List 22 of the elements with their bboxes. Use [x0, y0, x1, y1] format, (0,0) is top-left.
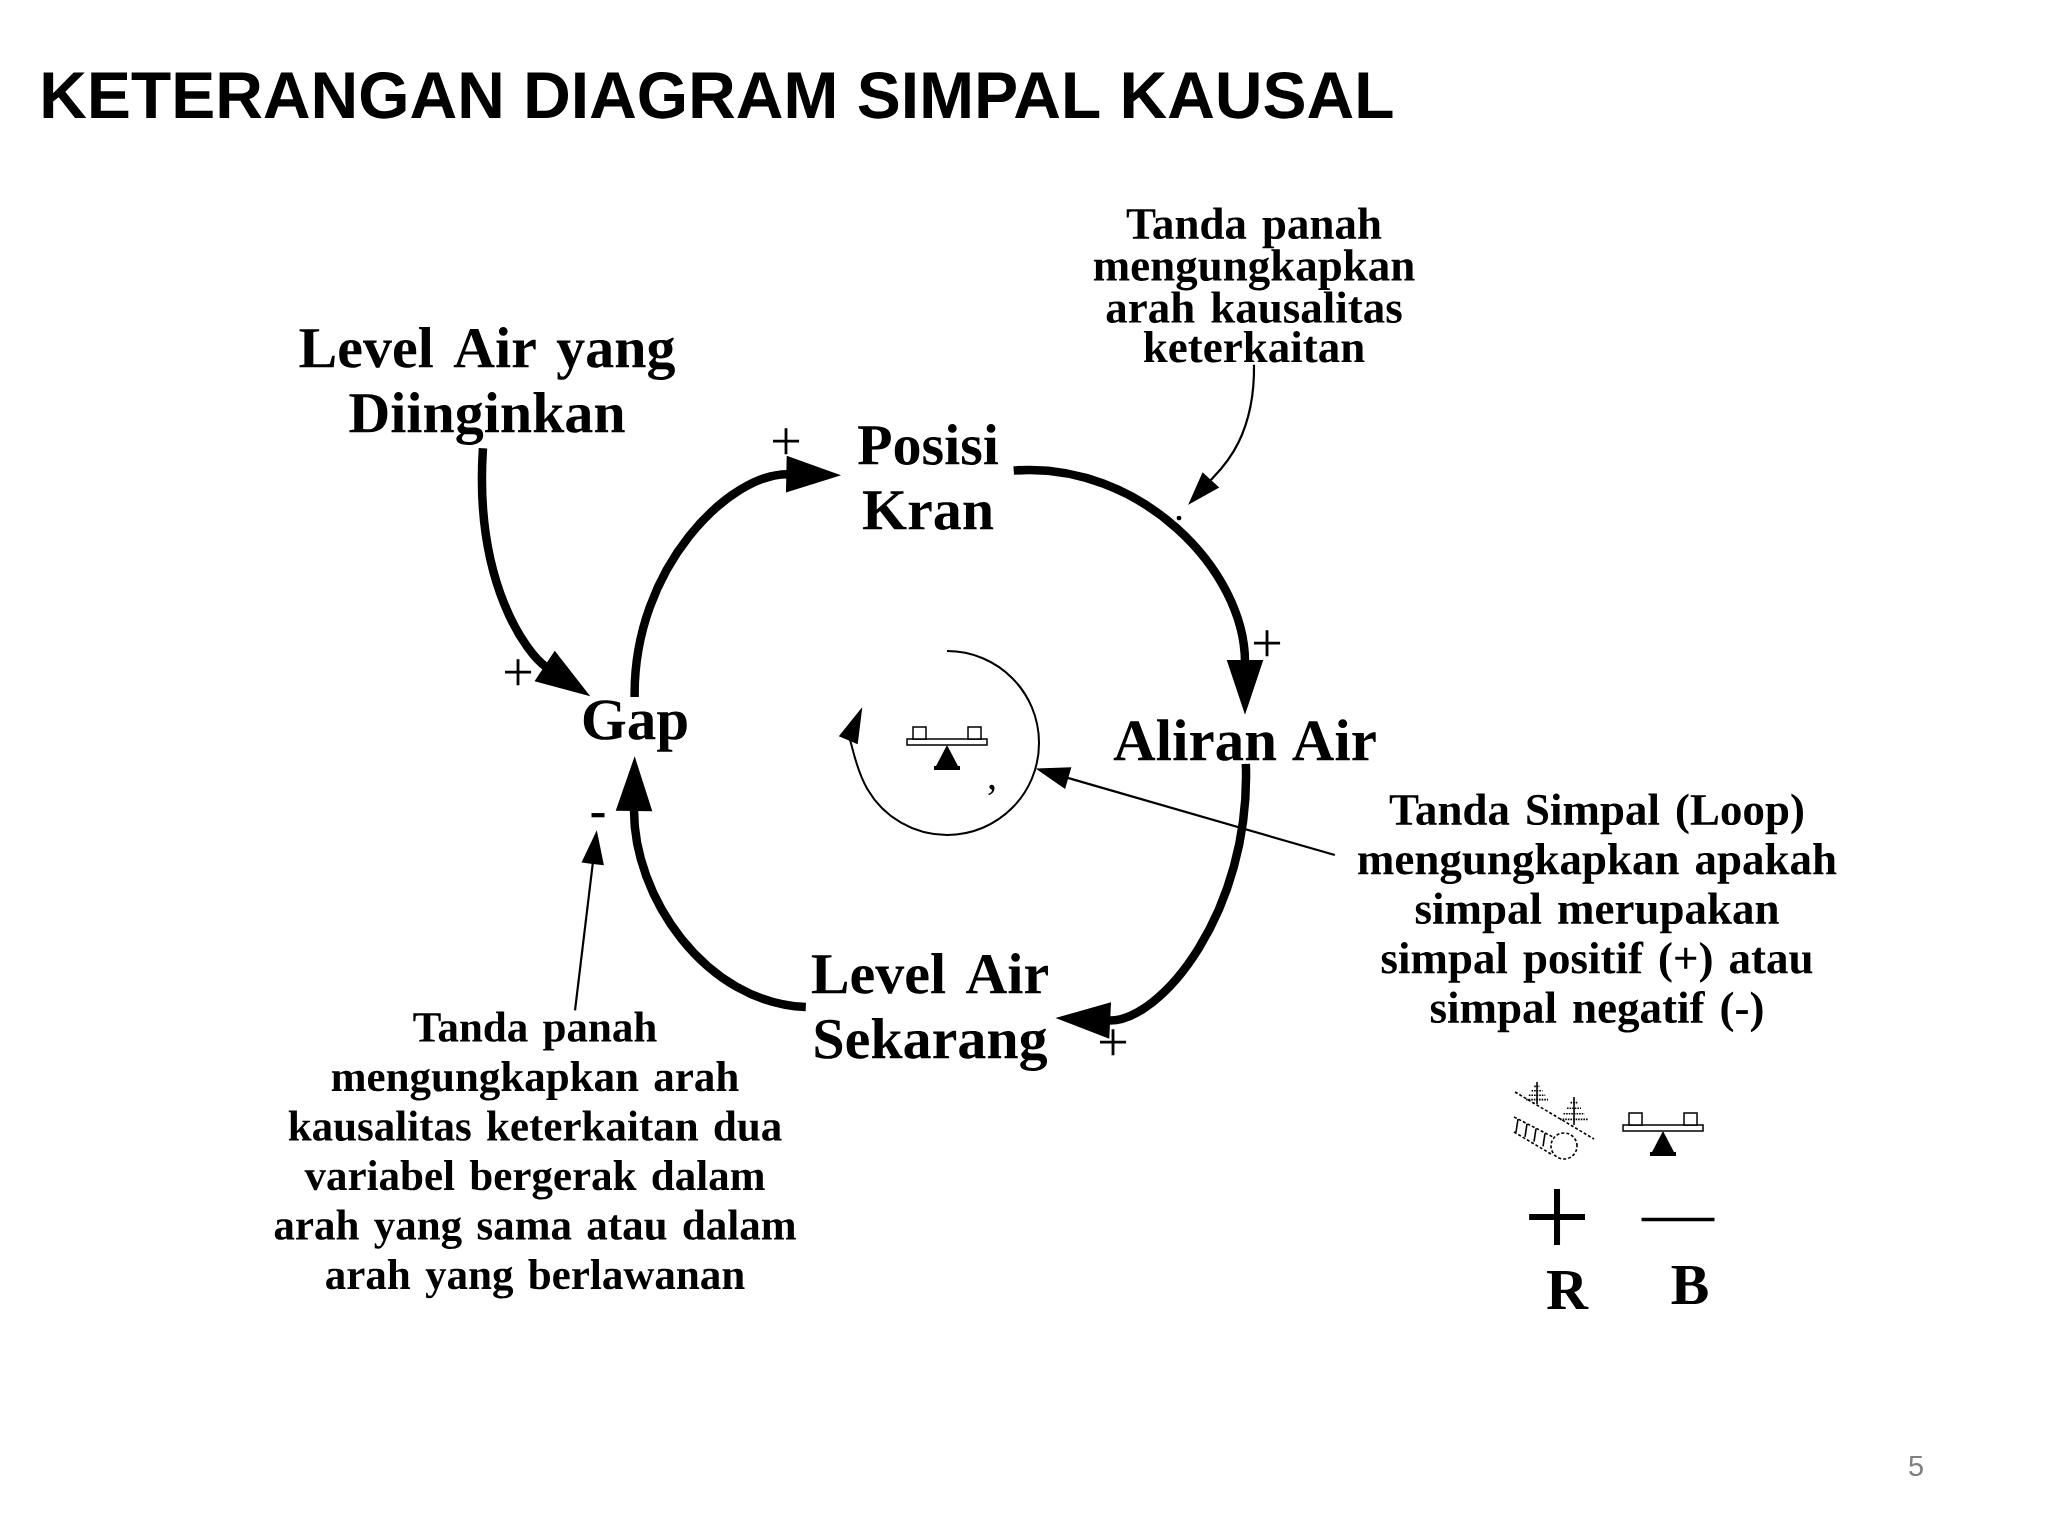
annotation-text: Tanda panah mengungkapkan arah kausalitas keterkaitan dua variabel bergerak dalam arah yang sama atau dalam arah yang berlawanan [274, 1011, 796, 1299]
variable-label: Aliran Air [1113, 719, 1376, 761]
punctuation-mark: , [988, 784, 995, 796]
loop-symbol [838, 650, 1040, 836]
loop-letter: R [1547, 1271, 1589, 1309]
variable-label: Gap [583, 700, 687, 752]
variable-label: Level Air Sekarang [811, 953, 1048, 1071]
variable-label: Posisi Kran [858, 424, 999, 530]
loop-letter: B [1671, 1265, 1708, 1305]
variable-label: Level Air yang Diinginkan [299, 327, 675, 445]
polarity-sign: + [773, 428, 800, 455]
polarity-sign: + [1254, 630, 1281, 657]
annotation-text: Tanda Simpal (Loop) mengungkapkan apakah simpal merupakan simpal positif (+) atau simpal negatif (-) [1358, 793, 1837, 1033]
polarity-sign: + [1100, 1029, 1127, 1056]
punctuation-mark: . [1176, 515, 1182, 521]
minus-sign: — [1641, 1217, 1715, 1222]
page-number: 5 [1909, 1455, 1923, 1477]
plus-sign: + [1529, 1189, 1585, 1245]
minus-sign: - [591, 813, 605, 818]
slide-title: KETERANGAN DIAGRAM SIMPAL KAUSAL [43, 71, 1393, 119]
polarity-sign: + [505, 659, 532, 686]
annotation-text: Tanda panah mengungkapkan arah kausalitas keterkaitan [1093, 207, 1415, 363]
